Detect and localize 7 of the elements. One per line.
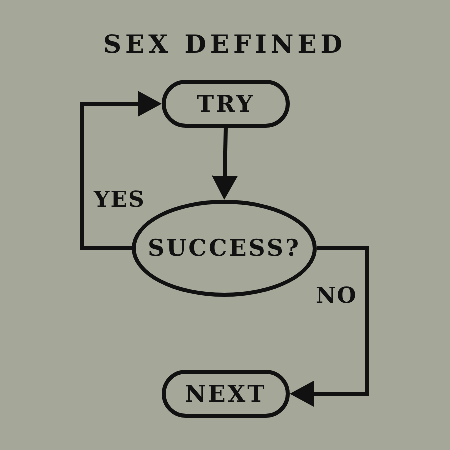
start-box: TRY <box>162 80 290 128</box>
edge-label: NO <box>316 283 358 309</box>
arrow <box>212 128 238 200</box>
end-box: NEXT <box>162 370 290 418</box>
arrow <box>80 91 162 250</box>
arrow <box>290 246 369 407</box>
title: SEX DEFINED <box>104 30 346 59</box>
